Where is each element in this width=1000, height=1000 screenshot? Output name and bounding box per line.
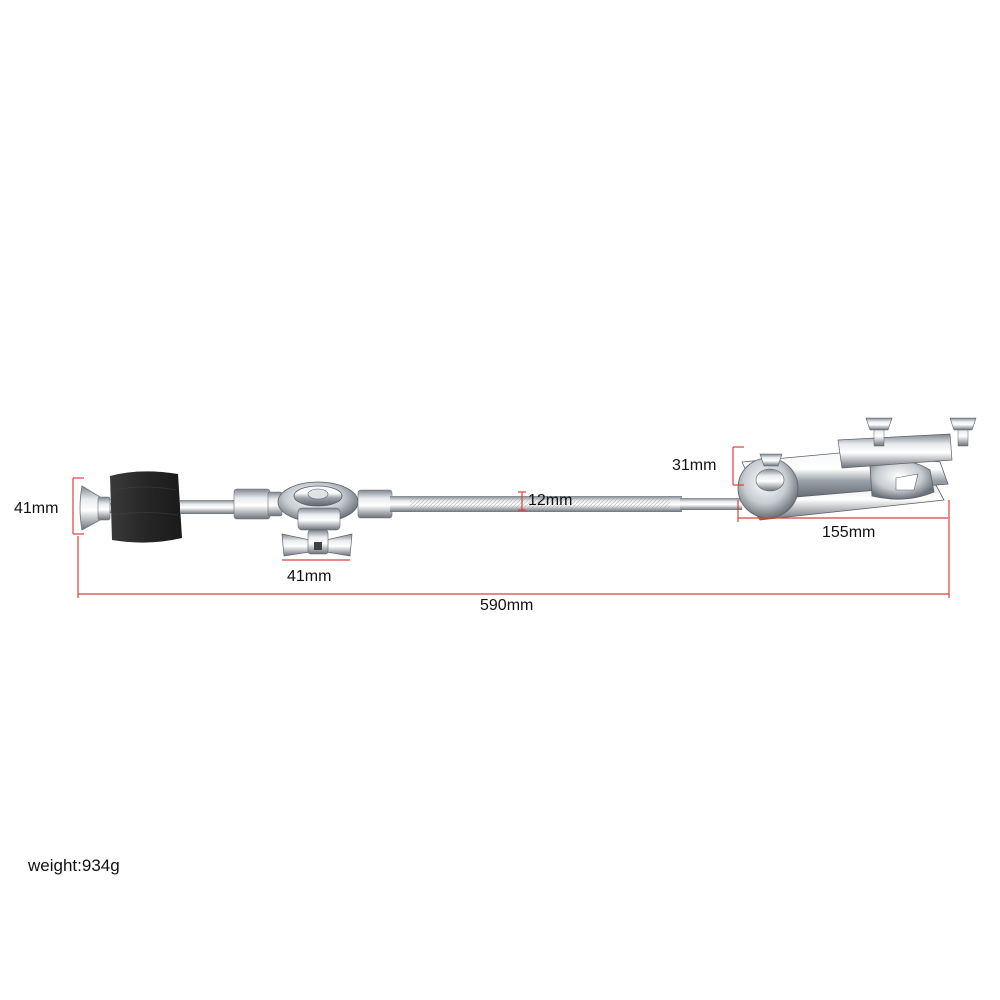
tilter-joint <box>277 481 359 531</box>
top-wing-nut <box>79 485 111 531</box>
clamp-wing-bolt-left <box>865 417 893 447</box>
weight-label: weight:934g <box>28 856 120 875</box>
label-clamp-height: 31mm <box>672 457 717 474</box>
knurled-arm-rod <box>390 496 742 512</box>
dimension-lines <box>72 446 950 598</box>
cymbal-tilter-rod <box>180 500 238 514</box>
clamp-wing-bolt-right <box>949 417 977 447</box>
cymbal-arm <box>79 417 977 557</box>
label-total-length: 590mm <box>480 597 534 614</box>
label-felt-height: 41mm <box>14 500 59 517</box>
felt-washer <box>110 471 182 543</box>
tilter-wing-nut <box>281 529 353 557</box>
multi-clamp <box>737 417 977 521</box>
label-rod-diameter: 12mm <box>528 492 573 509</box>
label-wing-nut-width: 41mm <box>287 568 332 585</box>
rod-collar <box>233 488 271 520</box>
label-clamp-length: 155mm <box>822 524 876 541</box>
